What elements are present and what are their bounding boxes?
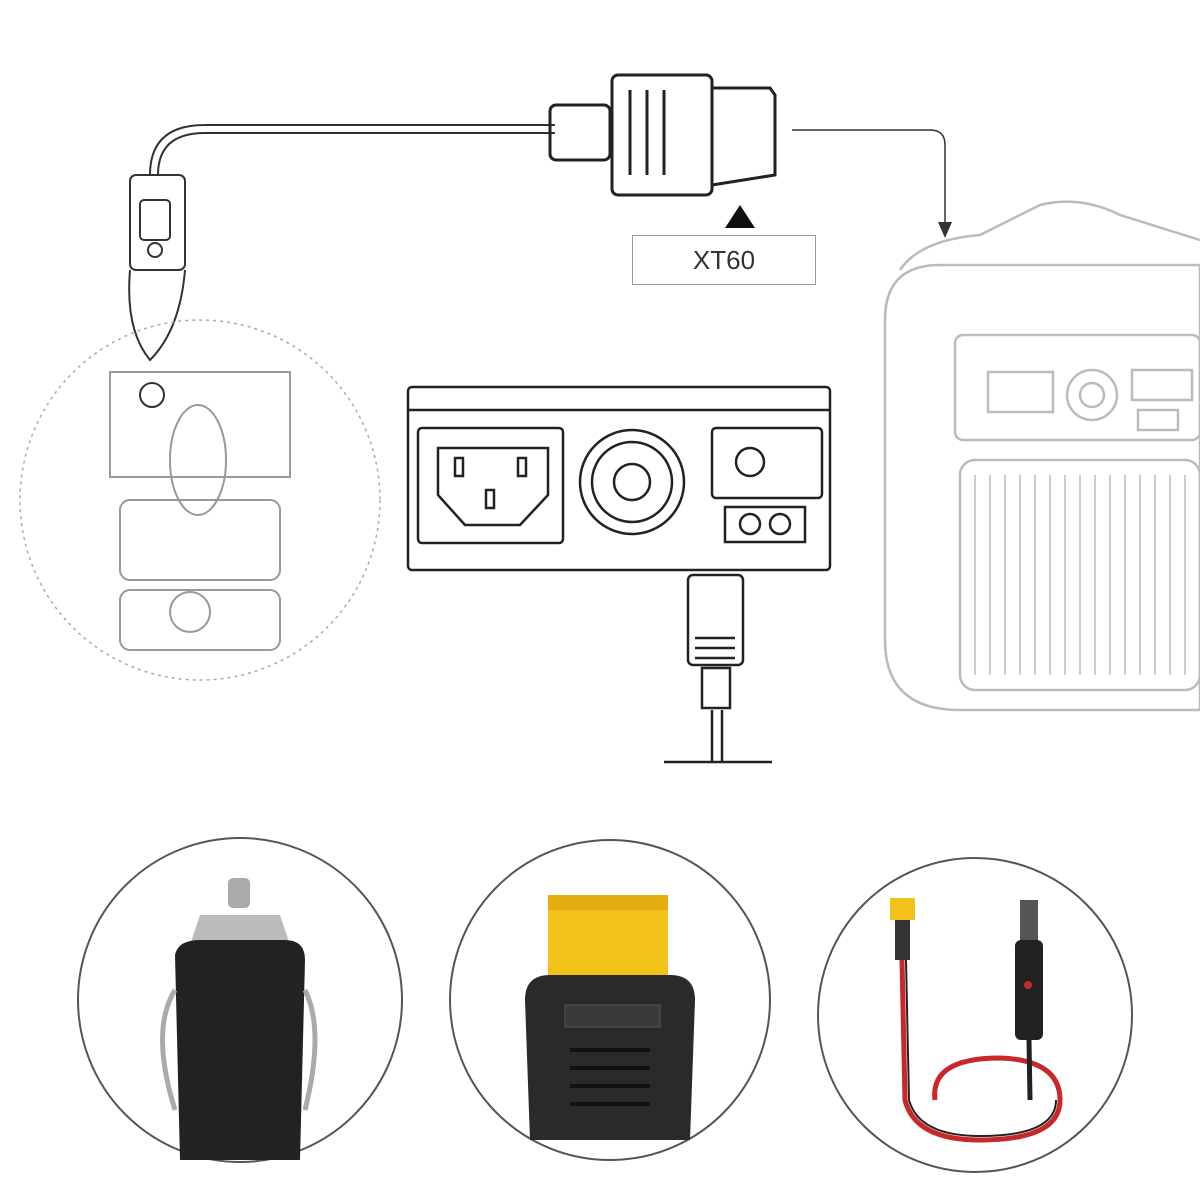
dc-socket-icon (578, 428, 686, 536)
cable-top (149, 124, 555, 176)
power-station-icon (883, 200, 1200, 712)
arrow-line (792, 129, 946, 225)
car-lighter-plug-icon (128, 174, 186, 408)
photo-xt60 (449, 839, 771, 1161)
port-panel (406, 385, 832, 572)
car-console-circle (19, 319, 381, 681)
xt60-label: XT60 (632, 235, 816, 285)
pointer-arrow-icon (725, 205, 755, 228)
xt60-plug-bottom (664, 573, 772, 764)
photo-cable-product (817, 857, 1133, 1173)
ac-socket-icon (416, 426, 565, 545)
photo-car-plug (77, 837, 403, 1163)
xt60-connector-icon (548, 73, 777, 197)
